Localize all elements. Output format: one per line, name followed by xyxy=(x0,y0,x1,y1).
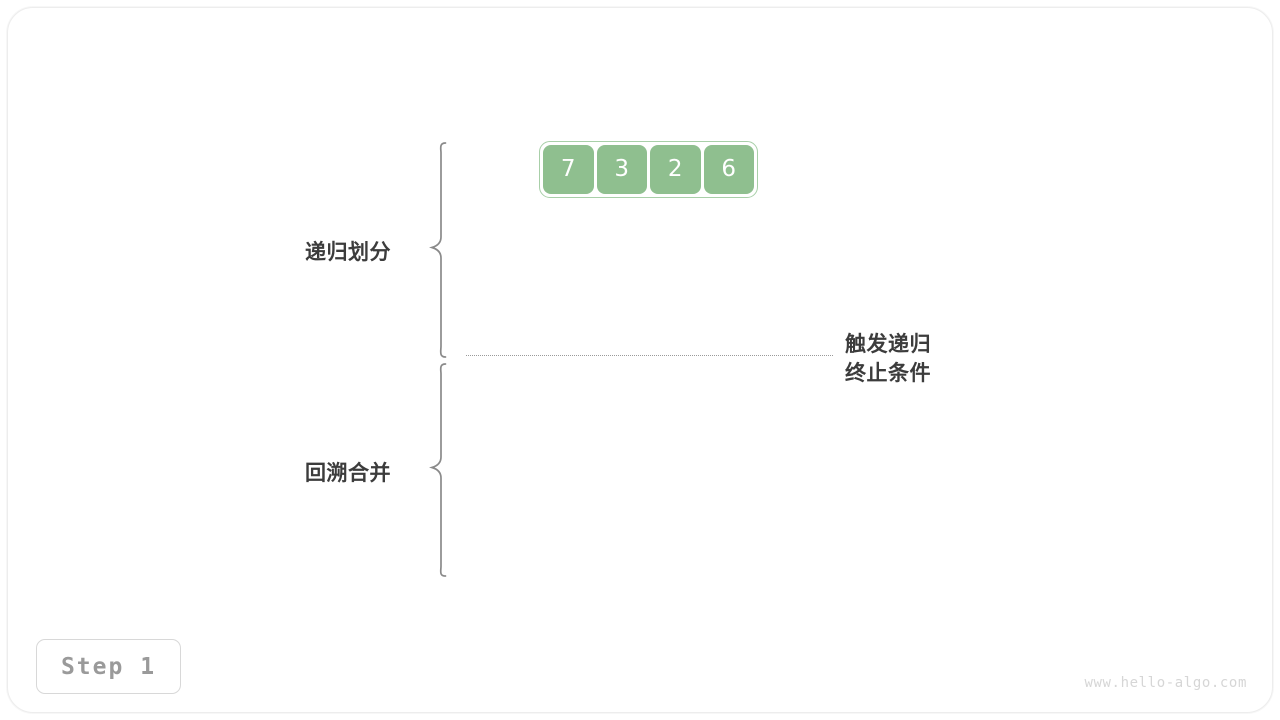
merge-sort-input-array: 7 3 2 6 xyxy=(539,141,758,198)
array-cell: 3 xyxy=(596,145,647,194)
divide-brace xyxy=(428,141,450,359)
array-cell: 6 xyxy=(703,145,754,194)
page-frame xyxy=(7,7,1273,713)
watermark: www.hello-algo.com xyxy=(1084,675,1247,691)
section-label-merge: 回溯合并 xyxy=(305,461,391,485)
section-label-divide: 递归划分 xyxy=(305,240,391,264)
curly-brace-icon xyxy=(429,363,447,577)
step-badge: Step 1 xyxy=(36,639,181,694)
array-cell: 7 xyxy=(543,145,594,194)
array-cell: 2 xyxy=(650,145,701,194)
curly-brace-icon xyxy=(429,142,447,358)
annotation-line-1: 触发递归 xyxy=(845,332,931,356)
recursion-boundary-divider xyxy=(466,355,833,356)
annotation-line-2: 终止条件 xyxy=(845,361,931,385)
termination-condition-annotation: 触发递归 终止条件 xyxy=(845,330,931,388)
merge-brace xyxy=(428,362,450,578)
